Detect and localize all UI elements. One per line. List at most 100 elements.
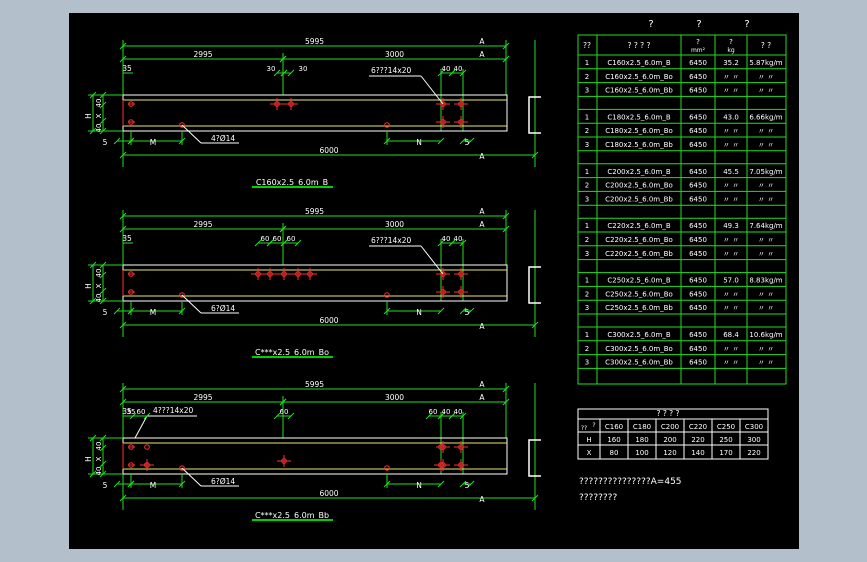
round-hole: [384, 292, 390, 298]
cell-unitwt: 〃 〃: [758, 73, 774, 81]
dim-5: 5: [465, 481, 470, 490]
c-section-icon: [528, 96, 541, 134]
round-hole: [179, 465, 185, 471]
cell-area: 6450: [689, 345, 707, 353]
dim-n: N: [416, 308, 422, 317]
cell-unitwt: 〃 〃: [758, 195, 774, 203]
dim-x: X: [95, 456, 103, 461]
small-table-size: C160: [605, 423, 623, 431]
dim-n: N: [416, 138, 422, 147]
dim-6000: 6000: [319, 316, 338, 325]
small-table-row-label: H: [586, 436, 591, 444]
cell-weight: 〃 〃: [723, 182, 739, 190]
cell-unitwt: 6.66kg/m: [749, 113, 782, 121]
small-table-value: 300: [747, 436, 760, 444]
cell-name: C160x2.5_6.0m_Bb: [605, 87, 673, 95]
cell-area: 6450: [689, 73, 707, 81]
dim-a: A: [479, 152, 485, 161]
table-header-no: ??: [583, 41, 591, 50]
long-hole: [440, 271, 446, 277]
small-table-value: 100: [635, 449, 648, 457]
cell-area: 6450: [689, 127, 707, 135]
dim-m: M: [150, 481, 156, 490]
cell-name: C160x2.5_6.0m_B: [607, 59, 670, 67]
table-header-unitwt: ? ?: [761, 41, 771, 50]
long-hole: [274, 101, 280, 107]
dim-tick: [437, 137, 445, 145]
dim-h: H: [84, 283, 93, 289]
small-table-value: 180: [635, 436, 648, 444]
cell-name: C300x2.5_6.0m_B: [607, 331, 670, 339]
cell-name: C220x2.5_6.0m_Bo: [605, 236, 673, 244]
dim-tick: [437, 480, 445, 488]
dim-tick: [502, 385, 510, 393]
small-table-corner: ?: [592, 422, 595, 429]
long-hole: [458, 462, 464, 468]
small-table-corner: ??: [581, 425, 587, 432]
dim-40: 40: [442, 65, 451, 73]
cell-area: 6450: [689, 87, 707, 95]
cell-weight: 〃 〃: [723, 87, 739, 95]
dim-tick: [99, 460, 107, 468]
beam-caption: C160x2.5_6.0m_B: [256, 178, 328, 187]
dim-35: 35: [122, 234, 132, 243]
small-table-size: C250: [717, 423, 735, 431]
dim-a: A: [479, 37, 485, 46]
dim-35: 35: [127, 408, 136, 416]
small-table-value: 160: [607, 436, 620, 444]
callout-round-holes: 6?Ø14: [211, 304, 235, 313]
dim-tick: [531, 321, 539, 329]
dim-tick: [459, 307, 467, 315]
callout-leader: [420, 245, 444, 275]
dim-h: H: [84, 456, 93, 462]
dim-a: A: [479, 50, 485, 59]
small-table-size: C200: [661, 423, 679, 431]
cell-area: 6450: [689, 250, 707, 258]
hole: [438, 444, 444, 450]
cell-area: 6450: [689, 141, 707, 149]
dim-tick: [467, 307, 475, 315]
dim-tick: [502, 212, 510, 220]
dim-60: 60: [429, 408, 438, 416]
small-table-value: 220: [747, 449, 760, 457]
dim-tick: [266, 239, 274, 247]
dim-tick: [448, 239, 456, 247]
cell-name: C200x2.5_6.0m_Bb: [605, 195, 673, 203]
dim-tick: [459, 137, 467, 145]
dim-5: 5: [465, 308, 470, 317]
dim-40: 40: [95, 442, 103, 451]
long-hole: [440, 101, 446, 107]
callout-leader: [134, 415, 148, 439]
cell-unitwt: 8.83kg/m: [749, 277, 782, 285]
small-table-value: 170: [719, 449, 732, 457]
dim-40: 40: [442, 235, 451, 243]
cell-no: 3: [585, 195, 589, 203]
dim-tick: [467, 137, 475, 145]
dim-2995: 2995: [193, 220, 212, 229]
cell-weight: 45.5: [723, 168, 739, 176]
dim-tick: [280, 69, 288, 77]
cell-weight: 〃 〃: [723, 345, 739, 353]
dim-a: A: [479, 495, 485, 504]
long-hole: [458, 271, 464, 277]
dim-tick: [502, 55, 510, 63]
dim-6000: 6000: [319, 146, 338, 155]
dim-tick: [294, 239, 302, 247]
table-header-unit: mm²: [691, 47, 706, 54]
long-hole: [440, 289, 446, 295]
small-table-value: 220: [691, 436, 704, 444]
cell-unitwt: 〃 〃: [758, 182, 774, 190]
long-hole: [281, 271, 287, 277]
dim-tick: [437, 412, 445, 420]
dim-60: 60: [273, 235, 282, 243]
cell-no: 2: [585, 182, 589, 190]
dim-tick: [143, 412, 151, 420]
cell-name: C220x2.5_6.0m_Bb: [605, 250, 673, 258]
dim-tick: [467, 480, 475, 488]
dim-tick: [119, 212, 127, 220]
dim-a: A: [479, 380, 485, 389]
long-hole: [458, 101, 464, 107]
table-title-mark: ?: [696, 19, 701, 30]
dim-tick: [99, 117, 107, 125]
cell-area: 6450: [689, 304, 707, 312]
